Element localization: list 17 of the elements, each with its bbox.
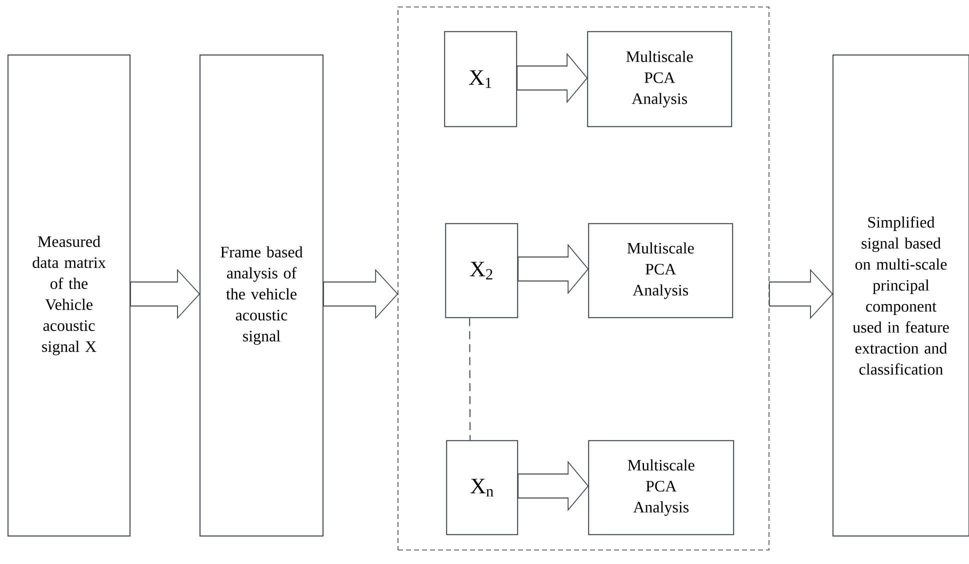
block-arrow [516,52,588,104]
process-box: Multiscale PCA Analysis [587,31,732,128]
process-box: Simplified signal based on multi-scale principal component used in feature extraction and classification [832,54,969,536]
block-arrow [768,268,834,320]
variable-box: X$_{2}$ [445,223,518,318]
variable-box: X$_{n}$ [446,440,518,536]
process-box: Multiscale PCA Analysis [588,440,734,536]
variable-box: X$_{1}$ [444,31,518,128]
dashed-group-box [398,6,770,550]
dashed-line [469,318,471,441]
block-arrow [323,268,398,320]
block-arrow [518,244,589,294]
process-box: Multiscale PCA Analysis [588,223,734,318]
process-box: Measured data matrix of the Vehicle acoustic signal X [8,54,130,536]
block-arrow [130,268,200,320]
process-box: Frame based analysis of the vehicle acoustic signal [200,54,324,536]
block-arrow [518,460,589,512]
